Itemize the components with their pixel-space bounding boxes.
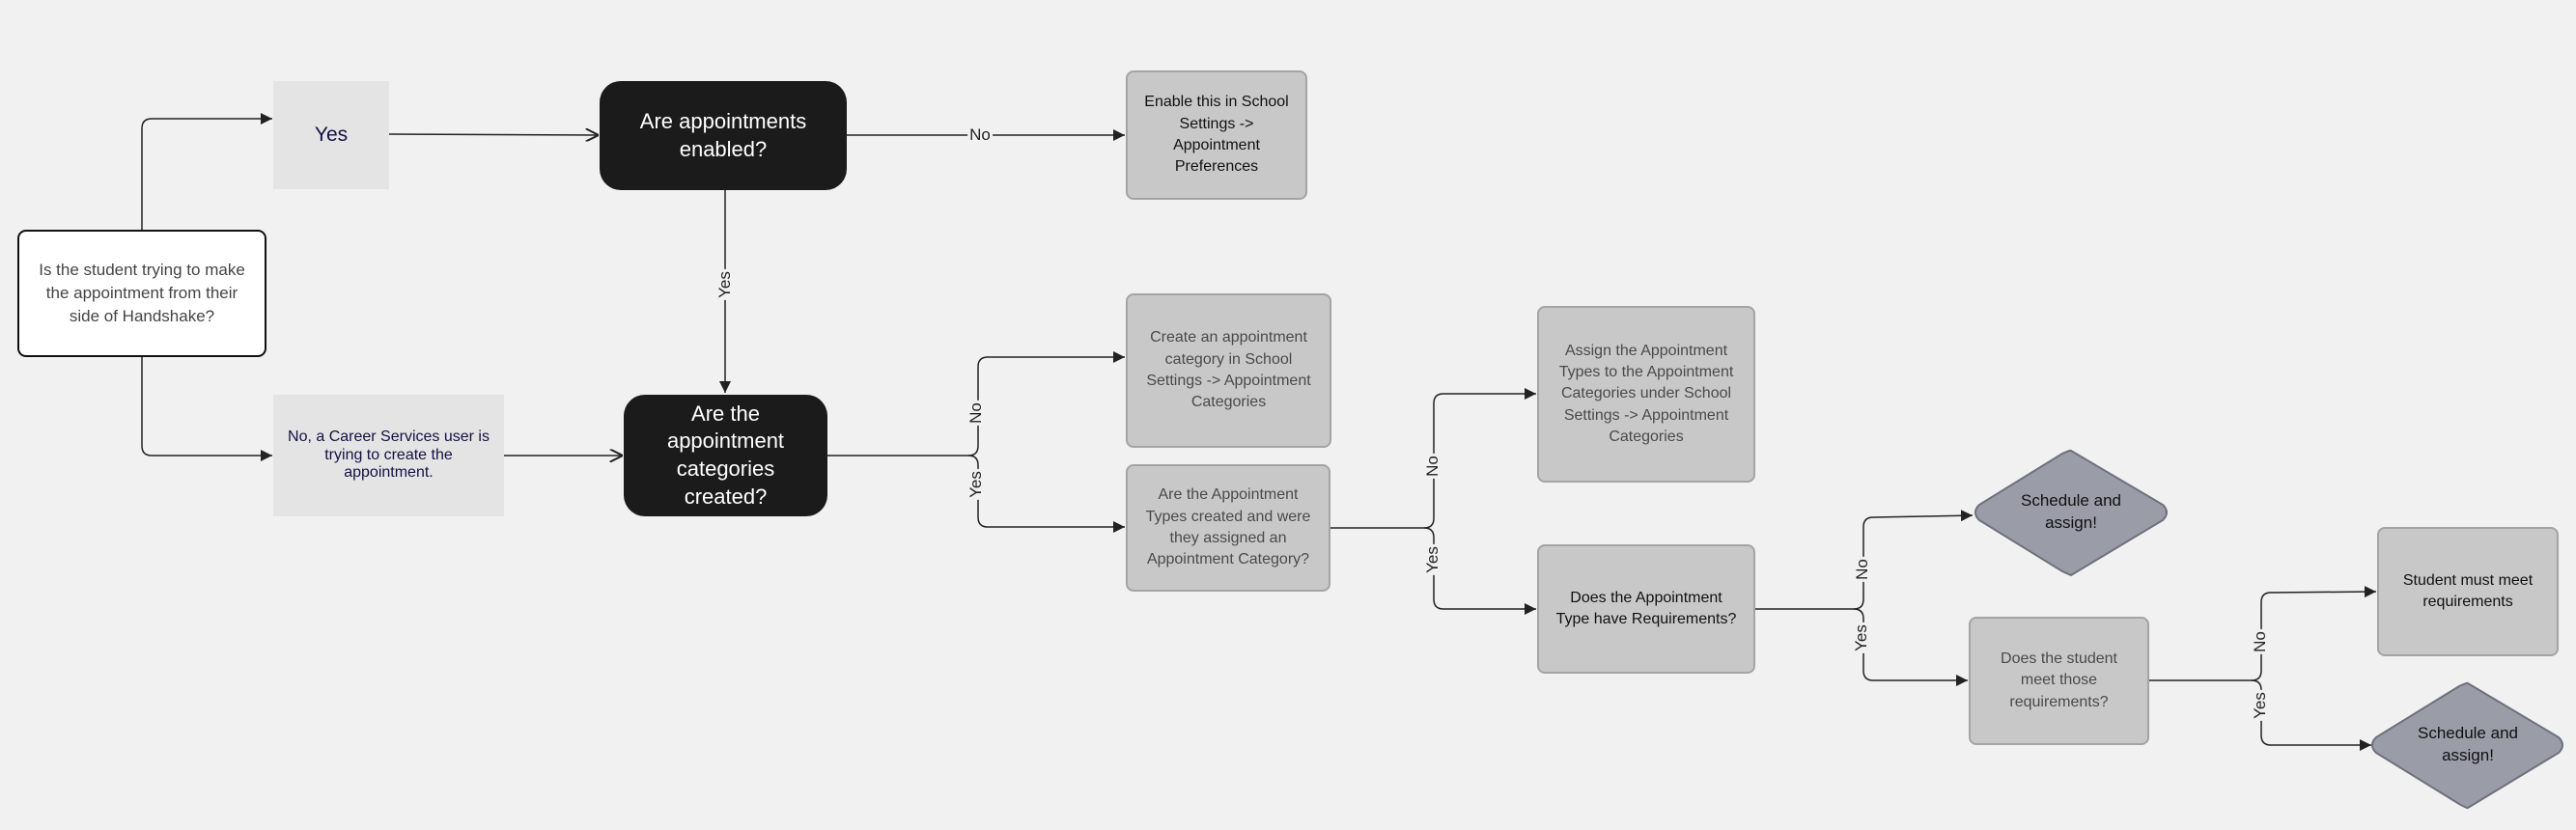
assign-types-node: Assign the Appointment Types to the Appo… — [1537, 306, 1755, 483]
enable-settings-node: Enable this in School Settings -> Appoin… — [1126, 70, 1307, 200]
meet-requirements-text: Does the student meet those requirements… — [2001, 650, 2117, 710]
must-meet-node: Student must meet requirements — [2377, 527, 2559, 656]
edge-label-enabled-yes: Yes — [714, 269, 736, 300]
edge-label-meet-no: No — [2250, 629, 2271, 654]
yes-note-node: Yes — [273, 81, 389, 189]
schedule-1-text: Schedule and assign! — [2021, 491, 2121, 532]
edge-label-requirements-no: No — [1852, 557, 1873, 582]
edge-meet-yes — [2251, 679, 2371, 751]
schedule-diamond-2 — [2371, 681, 2563, 810]
type-requirements-node: Does the Appointment Type have Requireme… — [1537, 544, 1755, 674]
meet-requirements-node: Does the student meet those requirements… — [1969, 617, 2149, 745]
edge-label-types-no: No — [1422, 454, 1443, 479]
create-category-text: Create an appointment category in School… — [1146, 329, 1311, 411]
edge-types-yes — [1423, 527, 1536, 615]
create-category-node: Create an appointment category in School… — [1126, 293, 1331, 448]
edge-start-to-yes — [141, 113, 272, 230]
enable-settings-text: Enable this in School Settings -> Appoin… — [1144, 94, 1289, 176]
edge-label-requirements-yes: Yes — [1851, 622, 1872, 653]
start-question-node: Is the student trying to make the appoin… — [17, 230, 266, 357]
schedule-1-label: Schedule and assign! — [2006, 480, 2136, 545]
types-assigned-text: Are the Appointment Types created and we… — [1145, 486, 1311, 568]
edge-requirements-yes — [1853, 608, 1968, 686]
start-question-text: Is the student trying to make the appoin… — [39, 261, 245, 325]
schedule-2-label: Schedule and assign! — [2403, 712, 2533, 778]
must-meet-text: Student must meet requirements — [2402, 571, 2534, 610]
edge-categories-yes — [967, 455, 1125, 533]
appointments-enabled-text: Are appointments enabled? — [639, 108, 807, 161]
assign-types-text: Assign the Appointment Types to the Appo… — [1558, 342, 1734, 446]
categories-created-text: Are the appointment categories created? — [666, 401, 785, 509]
edge-yes-to-enabled — [388, 134, 599, 135]
edge-label-enabled-no: No — [967, 124, 993, 146]
edge-start-to-no — [141, 357, 272, 461]
no-note-node: No, a Career Services user is trying to … — [273, 395, 504, 516]
types-assigned-node: Are the Appointment Types created and we… — [1126, 464, 1330, 592]
yes-note-text: Yes — [314, 124, 349, 147]
no-note-text: No, a Career Services user is trying to … — [288, 429, 490, 482]
schedule-diamond-1 — [1974, 449, 2168, 577]
edge-label-categories-no: No — [966, 401, 987, 426]
edge-label-categories-yes: Yes — [966, 469, 987, 500]
schedule-2-text: Schedule and assign! — [2418, 724, 2518, 764]
categories-created-node: Are the appointment categories created? — [624, 395, 827, 516]
edge-label-types-yes: Yes — [1422, 544, 1443, 575]
edge-label-meet-yes: Yes — [2250, 690, 2271, 721]
appointments-enabled-node: Are appointments enabled? — [600, 81, 847, 190]
type-requirements-text: Does the Appointment Type have Requireme… — [1555, 589, 1737, 627]
